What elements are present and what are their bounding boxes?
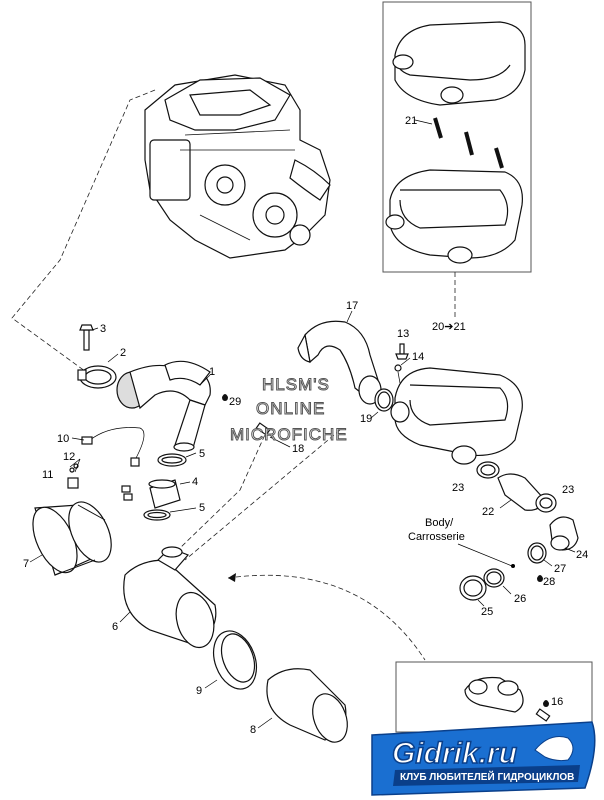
part-10-ground-wire [81, 427, 145, 467]
callout-23b: 23 [562, 484, 574, 496]
lubricant-drop-icon [222, 394, 228, 401]
callout-28: 28 [543, 576, 555, 588]
arrow-icon [228, 573, 236, 582]
callout-9: 9 [196, 685, 202, 697]
part-25-flange [459, 575, 487, 601]
muffler-top-drawing [392, 21, 526, 106]
parts-11-12-hardware [67, 463, 133, 501]
watermark-line3: MICROFICHE [230, 425, 348, 444]
callout-22: 22 [482, 506, 494, 518]
muffler-detail-inset [382, 1, 532, 273]
body-label-line1: Body/ [425, 517, 454, 529]
callout-29: 29 [229, 396, 241, 408]
gidrik-logo: Gidrik.ru КЛУБ ЛЮБИТЕЛЕЙ ГИДРОЦИКЛОВ [371, 721, 596, 796]
callout-2: 2 [120, 347, 126, 359]
part-19-clamp [374, 388, 394, 412]
part-17-exhaust-pipe [297, 320, 382, 405]
part-1-exhaust-manifold [116, 360, 211, 452]
sealant-drop-icon [537, 575, 543, 582]
part-16-assembly [464, 676, 551, 722]
callout-8: 8 [250, 724, 256, 736]
callout-21: 21 [405, 115, 417, 127]
watermark-line1: HLSM'S [262, 375, 330, 394]
pins-21 [433, 117, 504, 169]
logo-sub: КЛУБ ЛЮБИТЕЛЕЙ ГИДРОЦИКЛОВ [400, 770, 574, 783]
part-13-bolt [395, 343, 409, 360]
part-24-outlet [549, 516, 579, 551]
part-3-bolt [79, 324, 94, 351]
part-5-upper-clamp [157, 453, 187, 467]
callout-11: 11 [42, 469, 53, 481]
jetski-icon [534, 736, 574, 762]
callout-13: 13 [397, 328, 409, 340]
body-point [511, 564, 515, 568]
part-6-muffler [123, 546, 217, 649]
callout-18: 18 [292, 443, 304, 455]
part-2-clamp [77, 365, 117, 389]
callout-10: 10 [57, 433, 69, 445]
callout-24: 24 [576, 549, 588, 561]
muffler-bottom-drawing [385, 169, 523, 264]
part-23-clamp-upper [476, 461, 500, 479]
part-8-cap [266, 668, 348, 743]
part-14-washer [394, 364, 402, 372]
part-26-o-ring [483, 568, 505, 588]
part-23-clamp-lower [535, 493, 557, 513]
part-4-coupler [148, 479, 181, 509]
callout-17: 17 [346, 300, 358, 312]
part-5-lower-clamp [143, 509, 171, 521]
logo-main: Gidrik.ru [392, 737, 517, 770]
part-9-ring [212, 630, 258, 690]
callout-16: 16 [551, 696, 563, 708]
part-27-gasket [527, 542, 547, 564]
callout-1: 1 [209, 366, 215, 378]
callout-5a: 5 [199, 448, 205, 460]
callout-12: 12 [63, 451, 75, 463]
microfiche-watermark: HLSM'S ONLINE MICROFICHE [230, 375, 348, 445]
adhesive-drop-icon [543, 700, 549, 707]
callout-6: 6 [112, 621, 118, 633]
callout-23a: 23 [452, 482, 464, 494]
part-20-muffler-assembly [390, 367, 523, 465]
callout-14: 14 [412, 351, 424, 363]
callout-26: 26 [514, 593, 526, 605]
part-18-screw [255, 422, 271, 436]
callout-7: 7 [23, 558, 29, 570]
watermark-line2: ONLINE [256, 399, 325, 418]
part-7-heat-shield [32, 501, 112, 576]
callout-20-21: 20➔21 [432, 321, 466, 333]
body-label-line2: Carrosserie [408, 531, 465, 543]
callout-19: 19 [360, 413, 372, 425]
callout-3: 3 [100, 323, 106, 335]
callout-27: 27 [554, 563, 566, 575]
engine-drawing [144, 74, 331, 259]
callout-4: 4 [192, 476, 198, 488]
callout-5b: 5 [199, 502, 205, 514]
callout-25: 25 [481, 606, 493, 618]
